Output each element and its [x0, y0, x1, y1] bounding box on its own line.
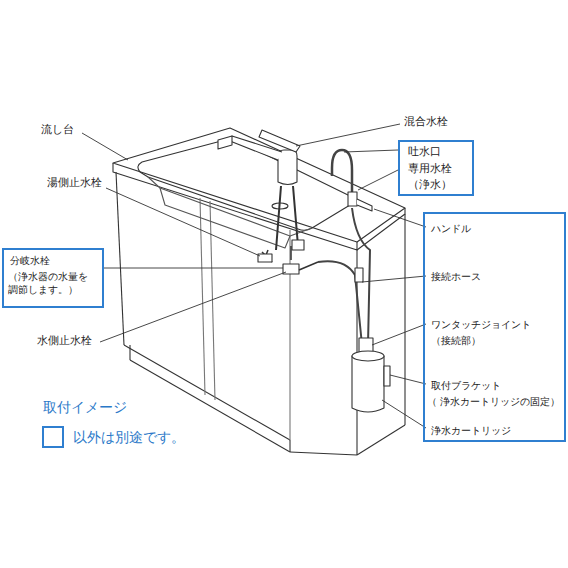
part-label: （ 浄水カートリッジの固定）: [427, 395, 560, 408]
caption-note: 取付イメージ: [42, 398, 128, 416]
part-label: ワンタッチジョイント: [431, 318, 531, 331]
part-label: 取付ブラケット: [431, 379, 501, 392]
part-label: （浄水器の水量を 調節します。）: [8, 270, 98, 296]
label-box: ハンドル接続ホースワンタッチジョイント （接続部） 取付ブラケット （ 浄水カートリッ…: [423, 212, 566, 442]
part-label: 浄水カートリッジ: [431, 424, 511, 437]
part-label: 流し台: [40, 123, 75, 137]
part-label: 接続ホース: [431, 270, 481, 283]
part-label: （浄水）: [408, 178, 452, 192]
part-label: 専用水栓: [408, 162, 452, 176]
part-label: 混合水栓: [403, 115, 449, 129]
part-label: ハンドル: [431, 222, 471, 235]
part-label: 湯側止水栓: [46, 176, 103, 190]
part-label: 分岐水栓: [10, 254, 50, 267]
label-box: 吐水口専用水栓 （浄水）: [398, 140, 474, 196]
part-label: （接続部）: [431, 334, 481, 347]
part-label: 吐水口: [408, 145, 441, 159]
legend-text: 以外は別途です。: [72, 428, 186, 446]
legend-swatch: [42, 426, 64, 448]
label-box: 分岐水栓 （浄水器の水量を 調節します。）: [2, 248, 104, 308]
part-label: 水側止水栓: [36, 334, 93, 348]
